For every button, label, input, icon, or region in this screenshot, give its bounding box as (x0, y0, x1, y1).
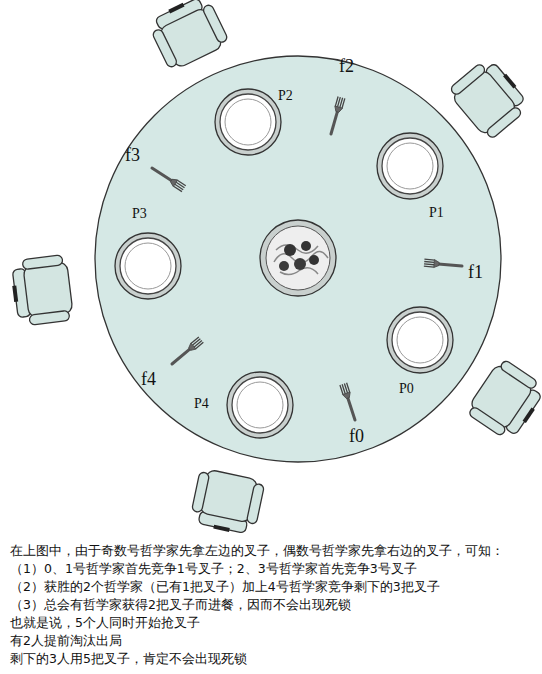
fork-label: f3 (125, 146, 140, 166)
plate (115, 233, 181, 299)
fork (150, 165, 186, 192)
chair (446, 55, 532, 142)
fork (327, 96, 345, 135)
chair (465, 357, 542, 444)
plate (377, 133, 443, 199)
plate (215, 89, 281, 155)
fork (424, 259, 463, 270)
explanation-text: 也就是说，5个人同时开始抢叉子 (10, 615, 200, 631)
table (95, 56, 501, 462)
philosopher-label: P4 (194, 396, 209, 411)
philosopher-label: P1 (429, 205, 444, 220)
fork-label: f4 (141, 370, 156, 390)
fork (339, 383, 358, 422)
fork (169, 337, 203, 368)
explanation-text: 剩下的3人用5把叉子，肯定不会出现死锁 (10, 651, 247, 667)
philosopher-label: P0 (399, 381, 414, 396)
fork-label: f1 (468, 263, 483, 283)
plate (387, 307, 453, 373)
fork-label: f2 (339, 57, 354, 77)
chair (9, 254, 74, 326)
explanation-text: 有2人提前淘汰出局 (10, 633, 122, 649)
chair (146, 0, 230, 72)
philosopher-label: P2 (278, 88, 293, 103)
plate (227, 372, 293, 438)
explanation-text: （1）0、1号哲学家首先竞争1号叉子；2、3号哲学家首先竞争3号叉子 (10, 561, 417, 577)
explanation-text: （2）获胜的2个哲学家（已有1把叉子）加上4号哲学家竞争剩下的3把叉子 (10, 579, 440, 595)
spaghetti-bowl (260, 220, 336, 296)
explanation-text: （3）总会有哲学家获得2把叉子而进餐，因而不会出现死锁 (10, 597, 351, 613)
explanation-text: 在上图中，由于奇数号哲学家先拿左边的叉子，偶数号哲学家先拿右边的叉子，可知： (10, 543, 504, 559)
philosopher-label: P3 (132, 206, 147, 221)
fork-label: f0 (349, 427, 364, 447)
chair (189, 468, 265, 537)
